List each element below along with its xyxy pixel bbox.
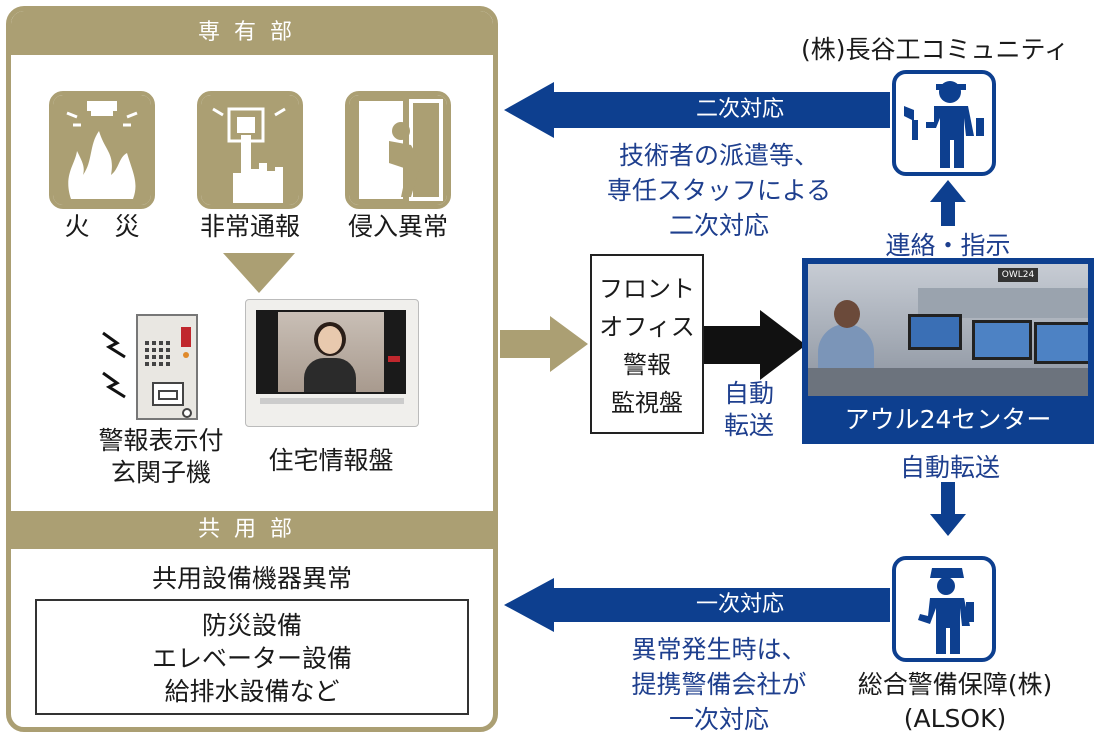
intrusion-label: 侵入異常: [347, 212, 448, 241]
alsok-name: 総合警備保障(株) (ALSOK): [812, 668, 1098, 736]
primary-response-arrow: [504, 578, 890, 632]
down-navy-arrow-icon: [930, 482, 966, 536]
black-arrow-icon: [704, 310, 806, 380]
emergency-call-label: 非常通報: [199, 212, 300, 241]
intercom-label: 警報表示付 玄関子機: [81, 425, 241, 489]
primary-response-label: 一次対応: [695, 592, 784, 617]
intruder-icon: [345, 91, 451, 209]
hasegawa-name: (株)長谷工コミュニティ: [800, 35, 1069, 64]
front-office-panel: フロント オフィス 警報 監視盤: [590, 254, 704, 434]
private-section-header: 専有部: [11, 11, 493, 55]
gold-arrow-icon: [500, 316, 588, 372]
fire-label: 火 災: [64, 212, 140, 241]
primary-response-description: 異常発生時は、 提携警備会社が 一次対応: [574, 632, 864, 737]
owl24-center: OWL24 アウル24センター: [802, 258, 1094, 444]
secondary-response-label: 二次対応: [695, 97, 784, 122]
alsok-name-line1: 総合警備保障(株): [857, 670, 1053, 699]
up-navy-arrow-icon: [930, 180, 966, 226]
security-guard-icon: [892, 556, 996, 662]
intercom-label-line1: 警報表示付: [98, 426, 224, 455]
home-info-panel-icon: [245, 299, 419, 427]
front-office-line: 監視盤: [611, 389, 683, 417]
owl-screen-tag: OWL24: [998, 268, 1038, 282]
auto-transfer-line: 自動: [723, 379, 774, 408]
equipment-list-box: 防災設備 エレベーター設備 給排水設備など: [35, 599, 469, 715]
secondary-response-description: 技術者の派遣等、 専任スタッフによる 二次対応: [574, 138, 864, 243]
alsok-name-line2: (ALSOK): [903, 704, 1007, 733]
auto-transfer-2-label: 自動転送: [899, 453, 1000, 482]
secondary-desc-line: 専任スタッフによる: [606, 176, 832, 205]
primary-desc-line: 提携警備会社が: [631, 670, 807, 699]
front-office-line: フロント: [599, 275, 695, 303]
secondary-response-arrow: [504, 82, 890, 138]
equipment-item: 給排水設備など: [164, 677, 340, 706]
common-section-header: 共用部: [11, 511, 493, 549]
common-equipment-title: 共用設備機器異常: [151, 564, 352, 593]
primary-desc-line: 一次対応: [668, 705, 769, 734]
emergency-button-icon: [197, 91, 303, 209]
entrance-intercom-icon: [102, 314, 198, 420]
control-room-photo: OWL24: [808, 264, 1088, 396]
equipment-item: エレベーター設備: [151, 644, 352, 673]
front-office-line: オフィス: [599, 313, 695, 341]
secondary-desc-line: 技術者の派遣等、: [618, 141, 819, 170]
contact-instruction-label: 連絡・指示: [885, 231, 1011, 260]
auto-transfer-line: 転送: [723, 411, 774, 440]
technician-icon: [892, 70, 996, 176]
fire-icon: [49, 91, 155, 209]
intercom-label-line2: 玄関子機: [110, 458, 211, 487]
equipment-item: 防災設備: [201, 611, 302, 640]
home-panel-label: 住宅情報盤: [268, 446, 394, 475]
auto-transfer-label: 自動 転送: [712, 378, 786, 442]
front-office-line: 警報: [623, 351, 671, 379]
owl24-center-label: アウル24センター: [844, 405, 1052, 434]
down-arrow-icon: [223, 253, 295, 293]
secondary-desc-line: 二次対応: [668, 211, 769, 240]
private-common-panel: 専有部 火 災 非常通報 侵入異常: [6, 6, 498, 732]
primary-desc-line: 異常発生時は、: [631, 635, 807, 664]
